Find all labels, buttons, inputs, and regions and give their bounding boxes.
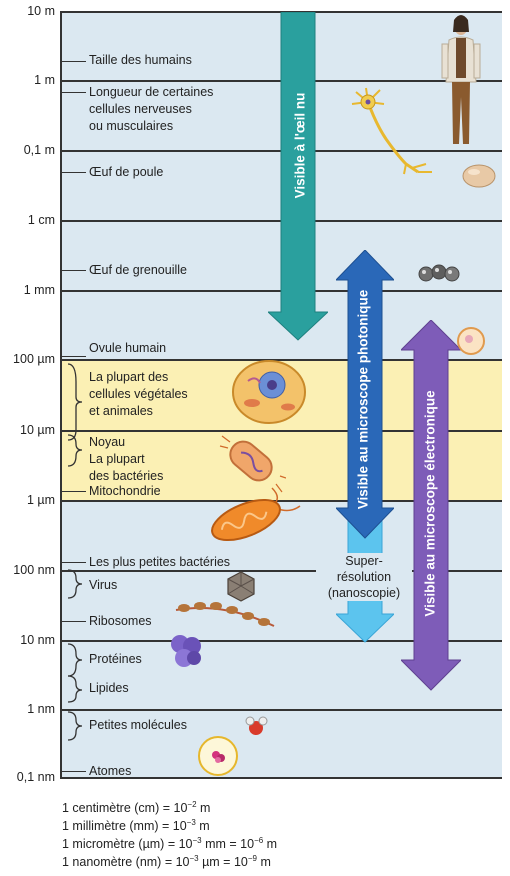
mitochondrion-icon [211,498,281,542]
scale-line-10um [60,430,502,432]
scale-label-10m: 10 m [27,4,55,18]
tick-atomes [60,771,86,772]
label-atomes: Atomes [89,764,132,778]
scale-label-1cm: 1 cm [27,213,55,227]
atom-icon [198,736,238,776]
tick-ovule [60,356,86,357]
arrow-photonique [336,250,394,539]
scale-label-1um: 1 µm [26,493,55,507]
scale-label-1mm: 1 mm [23,283,55,297]
footer-micrometre: 1 micromètre (µm) = 10−3 mm = 10−6 m [62,836,278,852]
label-lipides: Lipides [89,681,129,695]
human-figure-icon [441,15,481,144]
label-proteines: Protéines [89,652,142,666]
tick-petites-bacteries [60,562,86,563]
scale-label-10nm: 10 nm [20,633,55,647]
virus-icon [227,571,255,602]
arrow-oeil-nu-label: Visible à l'œil nu [292,92,308,199]
ovule-icon [457,327,485,355]
footer-centimetre: 1 centimètre (cm) = 10−2 m [62,800,211,816]
scale-line-10nm [60,640,502,642]
label-taille-humains: Taille des humains [89,53,192,67]
scale-line-01nm [60,777,502,779]
label-ovule-humain: Ovule humain [89,341,167,355]
label-ribosomes: Ribosomes [89,614,152,628]
tick-grenouille [60,270,86,271]
label-oeuf-grenouille: Œuf de grenouille [89,263,187,277]
tick-nerveuses [60,92,86,93]
footer-millimetre: 1 millimètre (mm) = 10−3 m [62,818,210,834]
animal-cell-icon [232,360,306,424]
label-virus: Virus [89,578,118,592]
braces-group-2 [67,643,83,741]
scale-line-1um [60,500,502,502]
egg-icon [462,164,496,188]
arrow-photonique-label: Visible au microscope photonique [355,289,371,510]
label-mitochondrie: Mitochondrie [89,484,161,498]
footer-nanometre: 1 nanomètre (nm) = 10−3 µm = 10−9 m [62,854,271,870]
frog-eggs-icon [418,264,460,282]
arrow-electronique-label: Visible au microscope électronique [422,390,438,617]
scale-label-01nm: 0,1 nm [16,770,55,784]
bacterium-icon [219,435,286,493]
scale-label-10um: 10 µm [20,423,55,437]
tick-poule [60,172,86,173]
superresolution-label: Super- résolution (nanoscopie) [316,553,412,601]
label-petites-molecules: Petites molécules [89,718,187,732]
neuron-icon [351,87,432,175]
tick-ribosomes [60,621,86,622]
arrow-oeil-nu [268,12,328,341]
scale-axis [60,12,62,779]
protein-icon [171,635,201,667]
scale-label-1m: 1 m [34,73,55,87]
arrow-electronique [401,320,461,691]
scale-label-100um: 100 µm [13,352,55,366]
label-oeuf-poule: Œuf de poule [89,165,164,179]
braces-group [67,363,83,599]
scale-label-100nm: 100 nm [13,563,55,577]
label-petites-bacteries: Les plus petites bactéries [89,555,231,569]
scale-label-01m: 0,1 m [23,143,55,157]
tick-humains [60,61,86,62]
scale-line-1nm [60,709,502,711]
label-noyau: Noyau [89,435,126,449]
scale-line-100nm [60,570,502,572]
scale-line-100um [60,359,502,361]
small-molecule-icon [245,716,268,735]
tick-mitochondrie [60,491,86,492]
ribosome-chain-icon [175,602,275,627]
scale-label-1nm: 1 nm [27,702,55,716]
